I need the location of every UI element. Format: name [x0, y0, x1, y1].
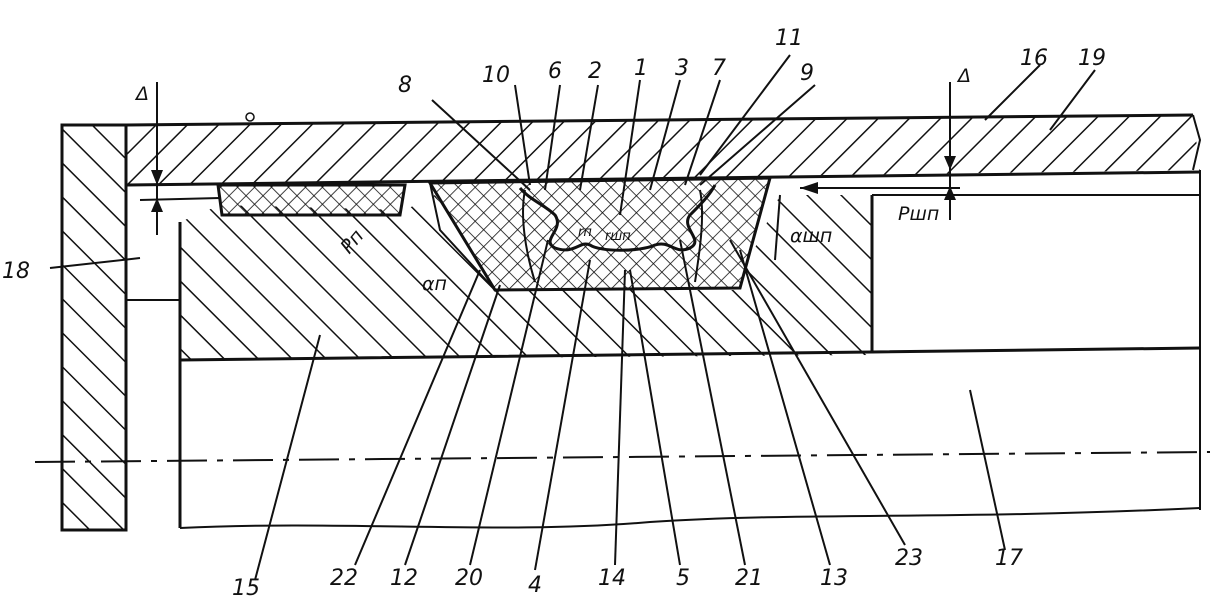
callout-15: 15 — [232, 576, 260, 601]
callout-11: 11 — [775, 26, 803, 51]
callout-9: 9 — [800, 61, 814, 86]
callout-2: 2 — [588, 59, 602, 84]
callout-17: 17 — [995, 546, 1023, 571]
housing-16 — [125, 113, 1202, 187]
callout-labels: 8 10 6 2 1 3 7 11 9 16 19 18 15 22 12 20… — [2, 26, 1106, 601]
gap-arrow-left — [151, 82, 163, 235]
callout-21: 21 — [735, 566, 763, 591]
pressure-arrow — [800, 182, 960, 194]
callout-7: 7 — [712, 56, 726, 81]
callout-19: 19 — [1078, 46, 1106, 71]
callout-6: 6 — [548, 59, 562, 84]
callout-8: 8 — [398, 73, 412, 98]
symbol-p-shp: Pшп — [898, 203, 939, 225]
symbol-r-n: rп — [578, 225, 592, 240]
symbol-alpha-shp: αшп — [790, 225, 832, 247]
piston-body-15 — [126, 195, 1201, 528]
gap-label-right: Δ — [956, 65, 971, 87]
callout-12: 12 — [390, 566, 418, 591]
dot-mark — [245, 112, 255, 122]
axis-centerline — [34, 451, 1211, 463]
callout-18: 18 — [2, 259, 30, 284]
callout-16: 16 — [1020, 46, 1048, 71]
leader-lines — [49, 54, 1096, 581]
right-chamber — [774, 194, 1200, 261]
callout-14: 14 — [598, 566, 626, 591]
callout-1: 1 — [634, 56, 648, 81]
callout-3: 3 — [675, 56, 689, 81]
left-flange — [60, 123, 128, 532]
callout-23: 23 — [895, 546, 923, 571]
callout-20: 20 — [455, 566, 483, 591]
callout-22: 22 — [330, 566, 358, 591]
guide-ring — [216, 183, 407, 217]
break-line — [179, 507, 1201, 529]
gap-label-left: Δ — [134, 83, 149, 105]
gap-arrow-right — [944, 82, 956, 220]
symbol-alpha-n: αп — [422, 273, 447, 295]
callout-13: 13 — [820, 566, 848, 591]
callout-4: 4 — [528, 573, 542, 598]
callout-10: 10 — [482, 63, 510, 88]
symbol-r-shp: rшп — [605, 229, 631, 244]
callout-5: 5 — [676, 566, 690, 591]
